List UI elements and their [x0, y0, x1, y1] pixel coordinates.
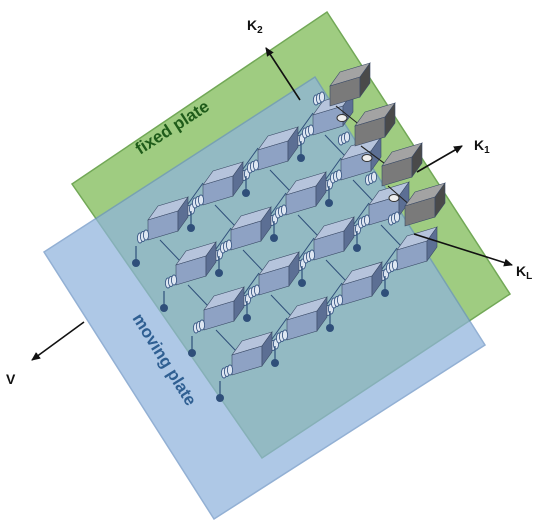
contact-node: [243, 314, 251, 322]
contact-node: [297, 154, 305, 162]
spring-coil: [308, 249, 316, 261]
coupling-line: [324, 134, 346, 157]
block-side: [205, 241, 217, 277]
spring-block-array: [132, 62, 446, 402]
coupling-line: [270, 294, 292, 317]
spring-coil: [335, 169, 343, 181]
spring-coil: [370, 171, 378, 183]
moving-plate: [42, 75, 487, 521]
k1-arrow: [416, 145, 463, 173]
contact-node: [381, 289, 389, 297]
contact-node: [325, 199, 333, 207]
driver-link: [335, 105, 362, 127]
spring-coil: [142, 229, 150, 241]
block-side: [370, 136, 382, 172]
coupling-line: [242, 249, 264, 272]
spring-coil: [252, 159, 260, 171]
coupling-line: [325, 259, 347, 282]
driver-link: [360, 145, 389, 167]
block-side: [384, 102, 396, 138]
block-side: [434, 182, 446, 218]
block-side: [315, 171, 327, 207]
driver-spring: [336, 114, 348, 122]
kl-label: KL: [516, 263, 532, 282]
spring-coil: [391, 259, 399, 271]
spring-coil: [307, 124, 315, 136]
block-side: [343, 216, 355, 252]
contact-node: [188, 349, 196, 357]
block-side: [316, 296, 328, 332]
spring-coil: [343, 131, 351, 143]
contact-node: [187, 224, 195, 232]
contact-node: [326, 324, 334, 332]
block-side: [232, 161, 244, 197]
coupling-line: [159, 239, 181, 262]
block-side: [260, 206, 272, 242]
driver-spring: [388, 194, 400, 202]
force-arrows: [31, 47, 513, 361]
contact-node: [242, 189, 250, 197]
coupling-line: [269, 169, 291, 192]
contact-node: [298, 279, 306, 287]
k2-label: K2: [247, 17, 263, 36]
coupling-line: [214, 204, 236, 227]
block-side: [288, 251, 300, 287]
spring-coil: [363, 214, 371, 226]
spring-coil: [226, 364, 234, 376]
spring-coil: [197, 194, 205, 206]
block-side: [233, 286, 245, 322]
block-side: [359, 62, 371, 98]
spring-coil: [225, 239, 233, 251]
v-arrow: [31, 321, 85, 361]
spring-coil: [253, 284, 261, 296]
block-side: [177, 196, 189, 232]
contact-node: [160, 304, 168, 312]
coupling-line: [380, 224, 402, 247]
coupling-line: [187, 284, 209, 307]
coupling-line: [215, 329, 237, 352]
driver-spring: [361, 154, 373, 162]
spring-coil: [198, 319, 206, 331]
spring-coil: [170, 274, 178, 286]
block-side: [426, 226, 438, 262]
contact-node: [132, 259, 140, 267]
contact-node: [353, 244, 361, 252]
block-side: [287, 126, 299, 162]
spring-coil: [336, 294, 344, 306]
spring-coil: [281, 329, 289, 341]
k2-arrow: [265, 47, 301, 101]
contact-node: [216, 394, 224, 402]
spring-coil: [393, 211, 401, 223]
coupling-line: [352, 179, 374, 202]
spring-coil: [280, 204, 288, 216]
contact-node: [270, 234, 278, 242]
v-label: V: [6, 371, 16, 387]
block-side: [261, 331, 273, 367]
spring-coil: [318, 91, 326, 103]
contact-node: [215, 269, 223, 277]
k1-label: K1: [474, 137, 490, 156]
coupling-line: [297, 214, 319, 237]
contact-node: [271, 359, 279, 367]
kl-arrow: [413, 233, 513, 267]
block-side: [411, 142, 423, 178]
block-side: [371, 261, 383, 297]
